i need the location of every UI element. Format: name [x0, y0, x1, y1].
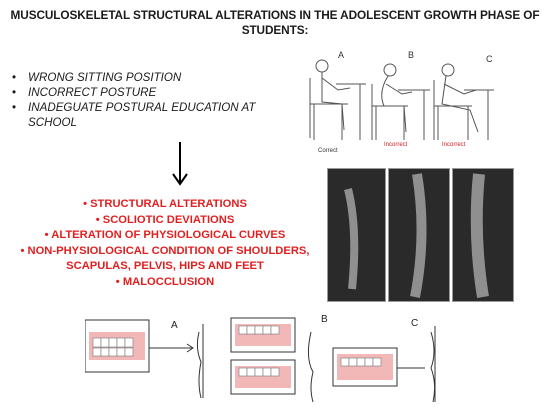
xray-image-cervical — [327, 168, 386, 302]
slide-title: MUSCULOSKELETAL STRUCTURAL ALTERATIONS I… — [10, 8, 540, 37]
effect-item: SCOLIOTIC DEVIATIONS — [20, 213, 310, 229]
sitting-panel-label: A — [338, 50, 344, 60]
occlusion-panel-label: C — [411, 318, 418, 329]
effect-item: ALTERATION OF PHYSIOLOGICAL CURVES — [20, 228, 310, 244]
cause-item: INADEGUATE POSTURAL EDUCATION AT SCHOOL — [12, 100, 277, 130]
cause-item: INCORRECT POSTURE — [12, 85, 277, 100]
sitting-caption: Incorrect — [384, 142, 408, 148]
sitting-posture-illustration: A B C Correct Incorrect Incorrect — [309, 50, 494, 154]
occlusion-panel-label: B — [321, 314, 328, 325]
sitting-panel-label: C — [486, 54, 493, 64]
cause-list: WRONG SITTING POSITION INCORRECT POSTURE… — [12, 70, 277, 130]
sitting-caption: Correct — [318, 148, 338, 154]
effects-list: STRUCTURAL ALTERATIONS SCOLIOTIC DEVIATI… — [20, 197, 310, 290]
effect-item: STRUCTURAL ALTERATIONS — [20, 197, 310, 213]
sitting-caption: Incorrect — [442, 142, 466, 148]
cause-item: WRONG SITTING POSITION — [12, 70, 277, 85]
down-arrow-icon — [172, 142, 188, 186]
sitting-panel-label: B — [408, 50, 414, 60]
effect-item: MALOCCLUSION — [20, 275, 310, 291]
occlusion-posture-illustration: A B C — [85, 314, 436, 403]
xray-image-lumbar — [452, 168, 514, 302]
occlusion-panel-label: A — [171, 320, 178, 331]
xray-image-thoracic — [388, 168, 450, 302]
effect-item: NON-PHYSIOLOGICAL CONDITION OF SHOULDERS… — [20, 244, 310, 275]
